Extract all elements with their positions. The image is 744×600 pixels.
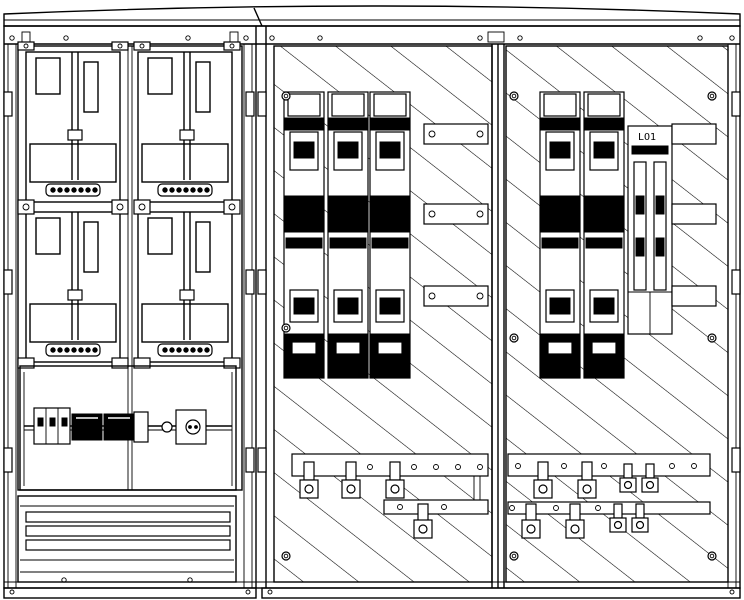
bus-terminals-left [299, 461, 483, 539]
meter-panel-bottom-right [137, 211, 233, 363]
cabinet-roof [3, 5, 741, 27]
bus-terminals-right [509, 461, 697, 539]
plinth [4, 581, 740, 595]
screws-middle [281, 91, 291, 561]
fuse-base-5 [583, 91, 625, 379]
panel-clips [17, 41, 241, 369]
meter-panel-top-left [25, 51, 121, 203]
terminal-strip [71, 409, 207, 445]
fuse-base-3 [369, 91, 411, 379]
side-hinges [3, 91, 741, 473]
busbar-right [507, 453, 711, 515]
top-rail-holes [9, 31, 735, 43]
lo1-switch-unit: LO1 [627, 125, 673, 335]
breaker-module [33, 407, 71, 445]
screws-right [509, 91, 717, 561]
fuse-base-1 [283, 91, 325, 379]
lo1-label: LO1 [638, 132, 656, 143]
fuse-base-2 [327, 91, 369, 379]
meter-panel-top-right [137, 51, 233, 203]
meter-panel-bottom-left [25, 211, 121, 363]
mounting-bars-left [423, 123, 489, 307]
mounting-bars-right [671, 123, 717, 307]
ventilation-grille [17, 495, 237, 583]
fuse-base-4 [539, 91, 581, 379]
